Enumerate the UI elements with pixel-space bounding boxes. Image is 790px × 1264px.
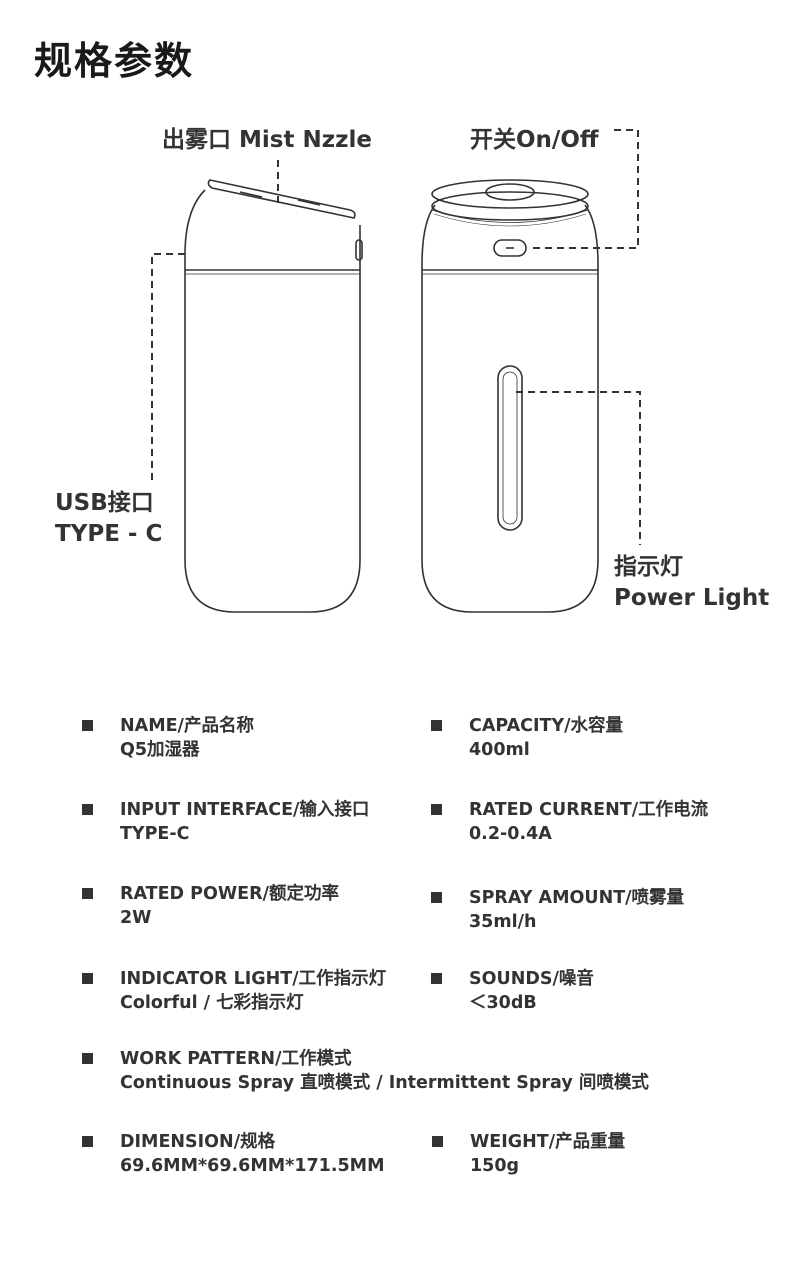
spec-label: WORK PATTERN/工作模式 bbox=[120, 1049, 352, 1069]
spec-value: 0.2-0.4A bbox=[469, 824, 552, 844]
spec-label: DIMENSION/规格 bbox=[120, 1132, 276, 1152]
spec-label: RATED POWER/额定功率 bbox=[120, 884, 339, 904]
bullet-icon bbox=[431, 720, 442, 731]
spec-label: SPRAY AMOUNT/喷雾量 bbox=[469, 888, 685, 908]
usb-leader bbox=[151, 253, 185, 482]
bullet-icon bbox=[82, 804, 93, 815]
spec-label: RATED CURRENT/工作电流 bbox=[469, 800, 709, 820]
spec-label: CAPACITY/水容量 bbox=[469, 716, 624, 736]
bullet-icon bbox=[82, 888, 93, 899]
bullet-icon bbox=[82, 1053, 93, 1064]
bullet-icon bbox=[431, 973, 442, 984]
switch-leader bbox=[528, 129, 639, 249]
spec-value: Q5加湿器 bbox=[120, 740, 200, 760]
bullet-icon bbox=[431, 804, 442, 815]
spec-value: 400ml bbox=[469, 740, 530, 760]
bullet-icon bbox=[431, 892, 442, 903]
spec-value: 2W bbox=[120, 908, 152, 928]
bullet-icon bbox=[82, 973, 93, 984]
right-humidifier-body bbox=[421, 191, 599, 613]
product-illustration bbox=[151, 129, 641, 613]
mist-nozzle-label: 出雾口 Mist Nzzle bbox=[162, 127, 372, 153]
spec-value: TYPE-C bbox=[120, 824, 190, 844]
usb-label-line2: TYPE - C bbox=[55, 521, 163, 547]
switch-label: 开关On/Off bbox=[470, 127, 599, 153]
spec-label: NAME/产品名称 bbox=[120, 716, 254, 736]
bullet-icon bbox=[82, 720, 93, 731]
usb-label-line1: USB接口 bbox=[55, 490, 154, 516]
light-strip bbox=[497, 365, 523, 531]
spec-label: INDICATOR LIGHT/工作指示灯 bbox=[120, 969, 387, 989]
light-label-line2: Power Light bbox=[614, 585, 770, 611]
left-humidifier-body bbox=[184, 189, 363, 613]
mist-nozzle-lid bbox=[207, 179, 356, 219]
spec-value: ＜30dB bbox=[469, 993, 537, 1013]
top-plate bbox=[431, 179, 589, 209]
spec-value: Continuous Spray 直喷模式 / Intermittent Spr… bbox=[120, 1073, 649, 1093]
spec-value: 69.6MM*69.6MM*171.5MM bbox=[120, 1156, 385, 1176]
spec-value: 35ml/h bbox=[469, 912, 537, 932]
spec-value: 150g bbox=[470, 1156, 520, 1176]
spec-label: WEIGHT/产品重量 bbox=[470, 1132, 626, 1152]
light-label-line1: 指示灯 bbox=[614, 554, 683, 580]
spec-label: SOUNDS/噪音 bbox=[469, 969, 594, 989]
light-leader bbox=[516, 391, 641, 545]
power-button bbox=[493, 239, 527, 257]
bullet-icon bbox=[82, 1136, 93, 1147]
page-title: 规格参数 bbox=[34, 39, 195, 83]
spec-value: Colorful / 七彩指示灯 bbox=[120, 993, 304, 1013]
bullet-icon bbox=[432, 1136, 443, 1147]
spec-label: INPUT INTERFACE/输入接口 bbox=[120, 800, 370, 820]
